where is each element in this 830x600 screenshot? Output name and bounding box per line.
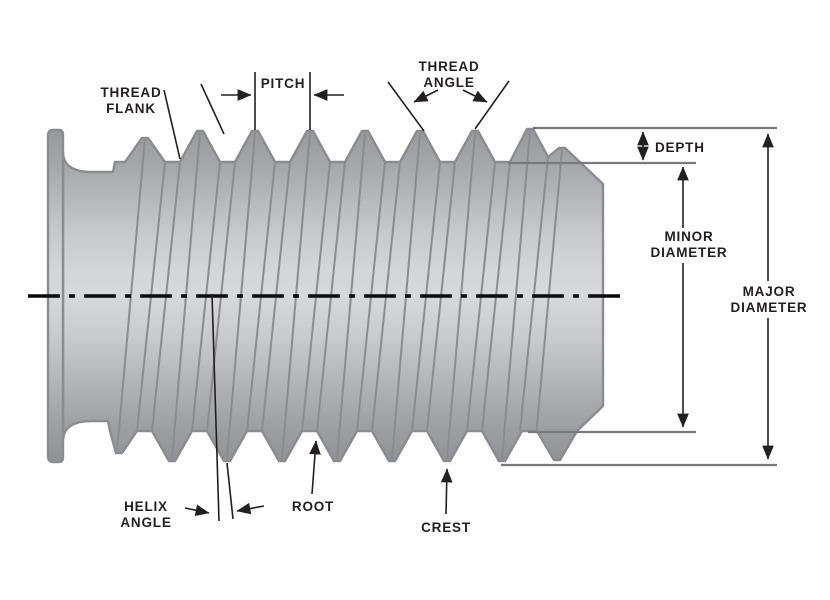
label-root: ROOT	[292, 499, 334, 514]
labels: THREAD FLANK PITCH THREAD ANGLE DEPTH MI…	[100, 59, 808, 535]
label-helix-angle-line2: ANGLE	[120, 515, 171, 530]
label-major-diameter-line2: DIAMETER	[731, 300, 808, 315]
label-major-diameter-line1: MAJOR	[743, 284, 796, 299]
label-thread-flank-line1: THREAD	[100, 85, 161, 100]
label-thread-angle-line2: ANGLE	[423, 75, 474, 90]
annotations	[163, 72, 774, 522]
label-thread-flank-line2: FLANK	[106, 101, 156, 116]
label-thread-angle-line1: THREAD	[418, 59, 479, 74]
label-helix-angle-line1: HELIX	[124, 499, 168, 514]
crest-arrow	[440, 468, 453, 515]
thread-flank-leader-1	[163, 89, 181, 160]
thread-angle-flank-ext-left	[387, 81, 425, 132]
helix-angle-arrow-left	[184, 504, 210, 516]
helix-angle-arrow-right	[236, 502, 265, 515]
thread-flank-leader-2	[200, 83, 225, 135]
thread-angle-flank-ext-right	[474, 80, 510, 130]
label-minor-diameter-line2: DIAMETER	[651, 245, 728, 260]
root-arrow	[309, 440, 321, 495]
extension-lines	[501, 126, 777, 467]
label-crest: CREST	[421, 520, 471, 535]
label-depth: DEPTH	[655, 140, 705, 155]
thread-angle-arrow-left	[413, 89, 439, 103]
thread-angle-arrow-right	[462, 89, 488, 103]
helix-angle-slant-line	[226, 462, 234, 520]
helix-angle-ref-line	[211, 293, 220, 522]
label-pitch: PITCH	[261, 76, 306, 91]
label-minor-diameter-line1: MINOR	[665, 229, 714, 244]
